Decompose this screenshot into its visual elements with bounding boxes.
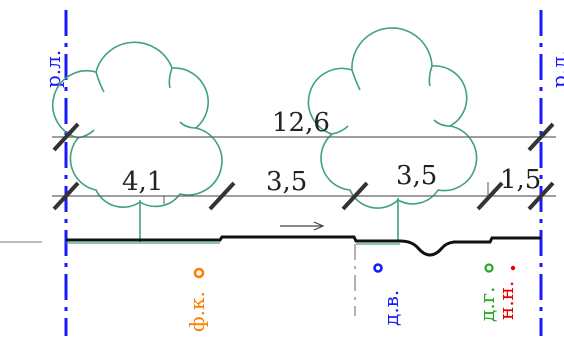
tick-mark xyxy=(527,122,555,152)
segment-label-2: 3,5 xyxy=(266,167,307,197)
total-width-label: 12,6 xyxy=(272,108,330,138)
road-edge-marker-icon xyxy=(484,263,494,273)
segment-label-3: 3,5 xyxy=(396,161,437,191)
arrow-head-icon xyxy=(313,221,325,231)
tick-mark xyxy=(52,122,80,152)
road-axis-label: д.в. xyxy=(379,290,403,326)
road-edge-label: д.г. xyxy=(475,286,499,322)
segment-label-4: 1,5 xyxy=(500,165,541,195)
tick-mark xyxy=(208,181,236,211)
road-subgrade xyxy=(66,242,400,245)
road-axis-marker-icon xyxy=(373,263,383,273)
crown-bottom-label: н.н. xyxy=(494,281,518,320)
right-boundary-label: р.л. xyxy=(547,50,564,88)
tick-mark xyxy=(341,181,369,211)
foundation-label: ф.к. xyxy=(185,291,209,332)
segment-label-1: 4,1 xyxy=(122,167,163,197)
tick-mark xyxy=(527,181,555,211)
crown-bottom-marker-icon xyxy=(510,265,516,271)
tree-crown-icon xyxy=(52,41,223,242)
foundation-marker-icon xyxy=(193,267,205,279)
road-profile xyxy=(66,235,541,257)
tree-crown-icon xyxy=(307,27,478,242)
tick-mark xyxy=(476,181,504,211)
tick-mark xyxy=(52,181,80,211)
